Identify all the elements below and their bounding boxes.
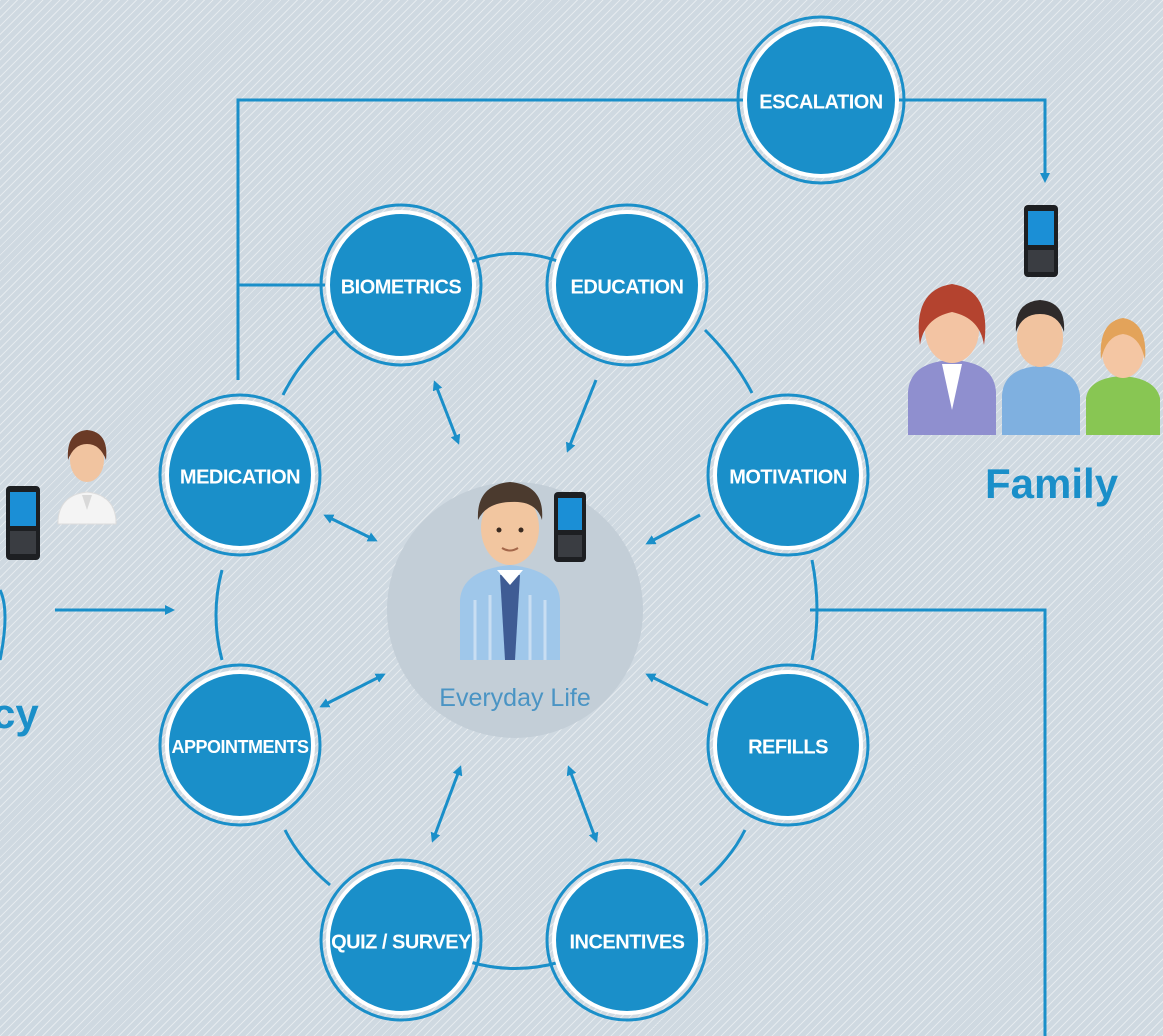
- mobile-phone-icon: [1024, 205, 1058, 277]
- node-label: MEDICATION: [180, 466, 300, 488]
- node-quiz-survey: QUIZ / SURVEY: [319, 858, 483, 1022]
- arrow-incentives-center: [566, 765, 599, 843]
- mobile-phone-icon: [554, 492, 586, 562]
- node-label: INCENTIVES: [569, 931, 684, 953]
- arrow-appointments-center: [319, 673, 386, 708]
- arrow-quiz-center: [430, 765, 463, 843]
- node-refills: REFILLS: [706, 663, 870, 827]
- node-label: REFILLS: [748, 736, 828, 758]
- node-label: MOTIVATION: [729, 466, 847, 488]
- left-cut-circle: [0, 589, 7, 661]
- connector-lines: [55, 98, 1050, 1036]
- center-label: Everyday Life: [439, 684, 590, 712]
- family-label: Family: [985, 460, 1119, 507]
- node-biometrics: BIOMETRICS: [319, 203, 483, 367]
- node-incentives: INCENTIVES: [545, 858, 709, 1022]
- left-cut-label: cy: [0, 690, 39, 737]
- arrow-motivation-center: [645, 513, 701, 545]
- node-label: ESCALATION: [759, 91, 883, 113]
- node-label: QUIZ / SURVEY: [331, 931, 472, 953]
- node-label: EDUCATION: [571, 276, 684, 298]
- doctor-avatar-icon: [57, 430, 117, 525]
- node-motivation: MOTIVATION: [706, 393, 870, 557]
- mobile-phone-icon: [6, 486, 40, 560]
- node-education: EDUCATION: [545, 203, 709, 367]
- arrow-refills-center: [645, 673, 709, 707]
- node-escalation: ESCALATION: [736, 15, 906, 185]
- arrow-biometrics-center: [432, 380, 461, 445]
- flow-arrows: [319, 379, 709, 843]
- family-avatars-icon: [908, 284, 1160, 435]
- node-label: APPOINTMENTS: [171, 737, 309, 757]
- arrow-medication-center: [323, 514, 378, 542]
- node-appointments: APPOINTMENTS: [158, 663, 322, 827]
- arrow-education-center: [565, 379, 598, 453]
- node-medication: MEDICATION: [158, 393, 322, 557]
- node-label: BIOMETRICS: [341, 276, 462, 298]
- patient-avatar-icon: [460, 482, 560, 660]
